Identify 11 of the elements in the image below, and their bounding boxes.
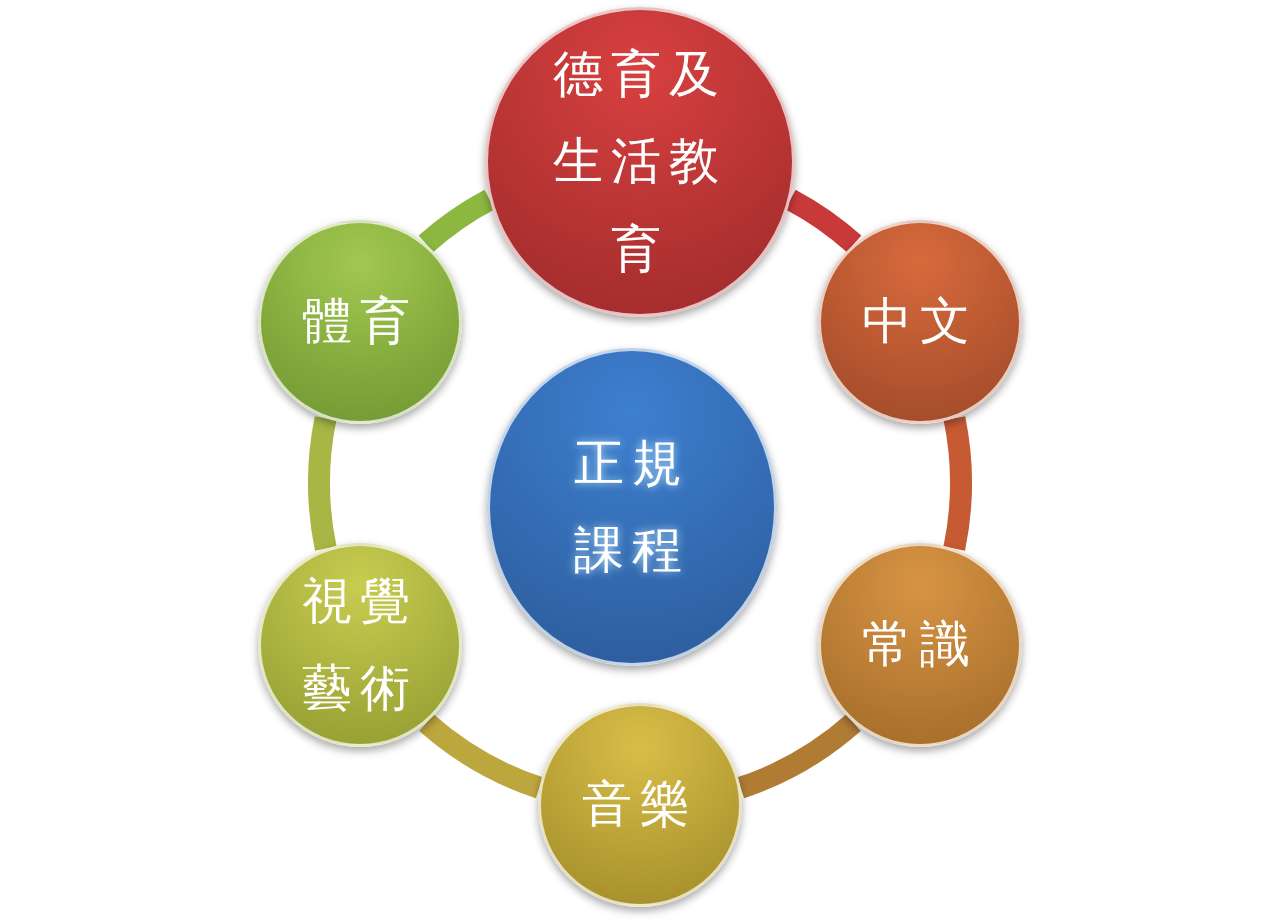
ring-segment xyxy=(308,416,337,551)
subject-label: 視覺藝術 xyxy=(301,571,419,718)
ring-segment xyxy=(943,416,972,551)
subject-label: 德育及生活教育 xyxy=(552,44,728,279)
ring-segment xyxy=(736,714,861,799)
subject-label: 體育 xyxy=(301,292,419,352)
subject-label: 常識 xyxy=(861,615,979,675)
subject-label: 音樂 xyxy=(581,775,699,835)
ring-segment xyxy=(419,714,544,799)
subject-label: 中文 xyxy=(861,292,979,352)
subject-label: 正規課程 xyxy=(573,433,691,580)
